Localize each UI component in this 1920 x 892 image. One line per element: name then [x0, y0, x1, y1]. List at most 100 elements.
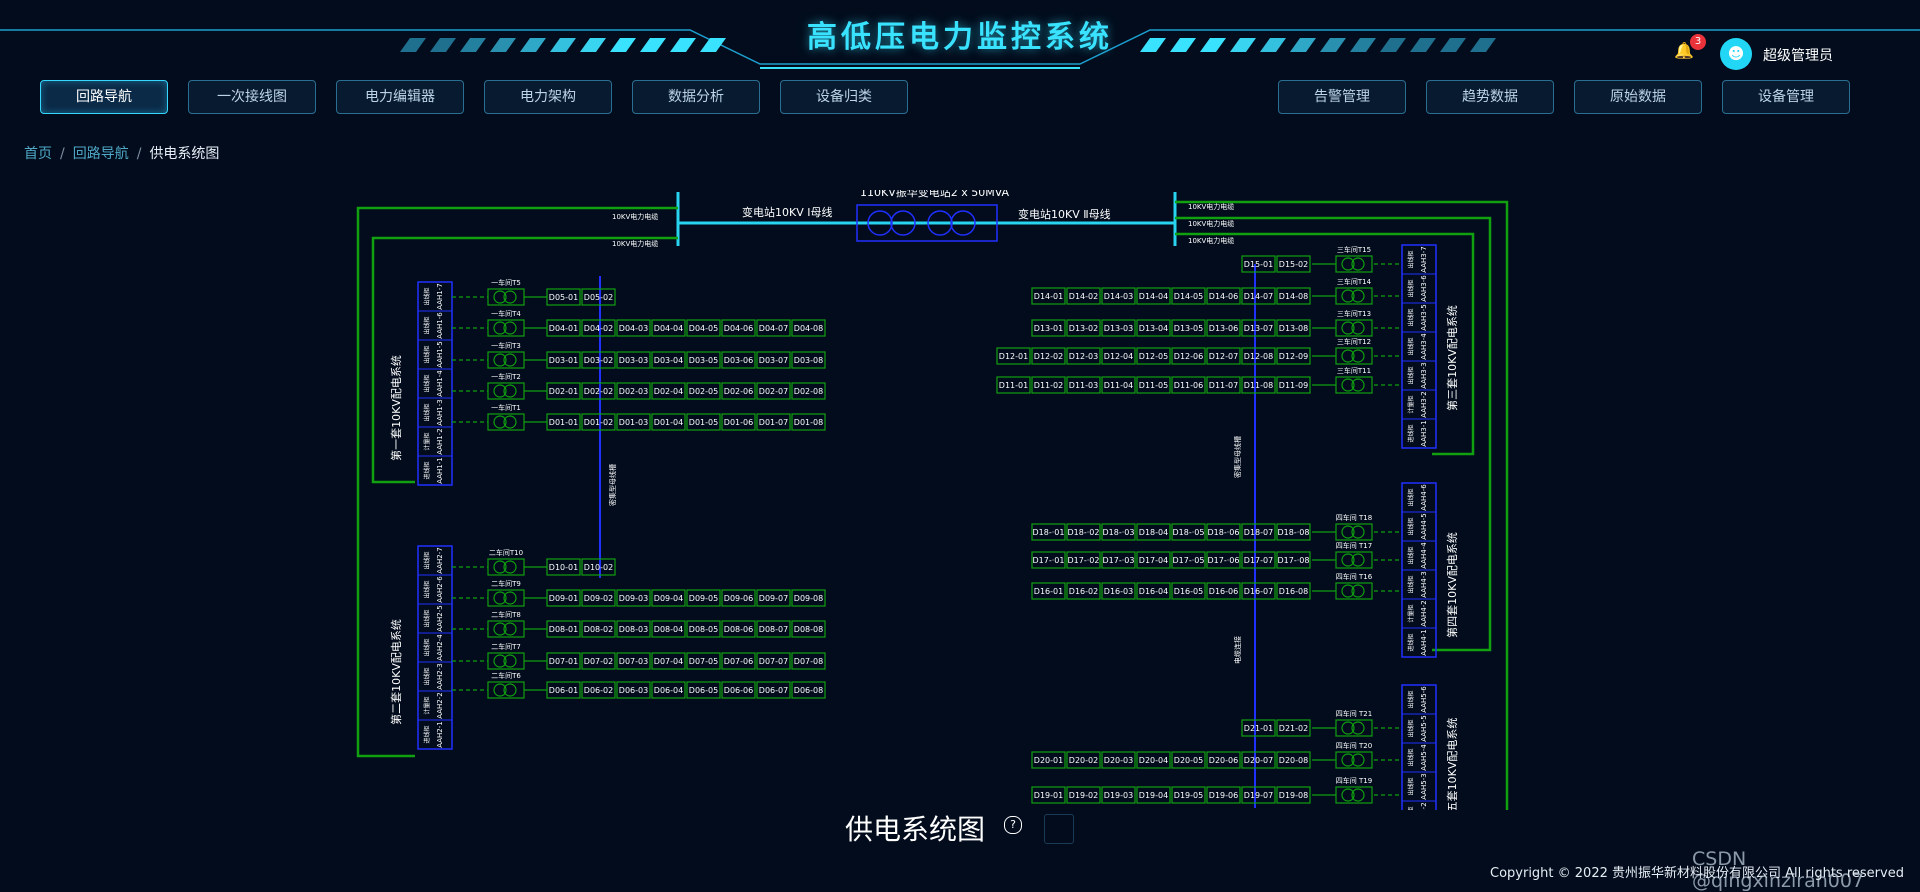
distribution-cell: [791, 382, 826, 400]
transformer-icon: [503, 415, 517, 429]
distribution-cell-label: D17-04: [1139, 556, 1168, 565]
distribution-cell-label: D17-·02: [1068, 556, 1100, 565]
distribution-cell-label: D02-03: [619, 387, 648, 396]
transformer-icon: [1341, 788, 1355, 802]
system-label: 第四套10KV配电系统: [1445, 532, 1459, 638]
cabinet-id: AAH2-2: [436, 692, 444, 718]
distribution-cell-label: D06-05: [689, 686, 718, 695]
distribution-cell-label: D20-03: [1104, 756, 1133, 765]
system-label: 第二套10KV配电系统: [389, 619, 403, 725]
distribution-cell-label: D13-04: [1139, 324, 1168, 333]
distribution-cell: [1031, 523, 1066, 541]
distribution-cell: [616, 681, 651, 699]
nav-loop-navigation[interactable]: 回路导航: [40, 80, 168, 114]
nav-data-analysis[interactable]: 数据分析: [632, 80, 760, 114]
distribution-cell-label: D11-07: [1209, 381, 1238, 390]
distribution-cell-label: D07-04: [654, 657, 683, 666]
nav-power-architecture[interactable]: 电力架构: [484, 80, 612, 114]
transformer-icon: [493, 622, 507, 636]
distribution-cell-label: D19-05: [1174, 791, 1203, 800]
distribution-cell: [1066, 582, 1101, 600]
distribution-cell-label: D04-01: [549, 324, 578, 333]
distribution-cell-label: D18-·06: [1208, 528, 1240, 537]
distribution-cell: [1101, 551, 1136, 569]
distribution-cell-label: D17-·06: [1208, 556, 1240, 565]
breadcrumb-loop-navigation[interactable]: 回路导航: [72, 146, 129, 162]
distribution-cell: [616, 589, 651, 607]
distribution-cell: [1031, 751, 1066, 769]
distribution-cell: [1031, 582, 1066, 600]
transformer-icon: [493, 591, 507, 605]
cabinet-id: AAH2-6: [436, 576, 444, 603]
fullscreen-button[interactable]: [1044, 814, 1074, 844]
distribution-cell-label: D02-05: [689, 387, 718, 396]
distribution-cell: [1101, 376, 1136, 394]
nav-alarm-management[interactable]: 告警管理: [1278, 80, 1406, 114]
distribution-cell-label: D16-08: [1279, 587, 1308, 596]
distribution-cell: [791, 589, 826, 607]
cabinet-type: 出线柜: [423, 551, 431, 569]
distribution-cell-label: D02-04: [654, 387, 683, 396]
distribution-cell: [1241, 347, 1276, 365]
cabinet-id: AAH3-1: [1420, 420, 1428, 446]
power-supply-diagram-svg: 变电站10KV Ⅰ母线变电站10KV Ⅱ母线110KV振华变电站2 x 50MV…: [356, 185, 1509, 860]
transformer-icon: [493, 321, 507, 335]
distribution-cell: [1206, 376, 1241, 394]
distribution-cell: [1276, 347, 1311, 365]
cabinet-id: AAH5-3: [1420, 773, 1428, 799]
distribution-cell: [1066, 376, 1101, 394]
distribution-cell-label: D09-06: [724, 594, 753, 603]
distribution-cell: [791, 319, 826, 337]
transformer-icon: [1351, 553, 1365, 567]
nav-device-management[interactable]: 设备管理: [1722, 80, 1850, 114]
distribution-cell-label: D04-08: [794, 324, 823, 333]
distribution-cell-label: D20-08: [1279, 756, 1308, 765]
nav-trend-data[interactable]: 趋势数据: [1426, 80, 1554, 114]
distribution-cell-label: D16-04: [1139, 587, 1168, 596]
substation-label: 110KV振华变电站2 x 50MVA: [860, 190, 1010, 199]
bus-duct-label: 电缆连接: [1233, 636, 1242, 664]
distribution-cell-label: D01-03: [619, 418, 648, 427]
distribution-cell-label: D13-03: [1104, 324, 1133, 333]
bus-duct-label: 密集型母线槽: [1233, 436, 1242, 478]
distribution-cell: [546, 288, 581, 306]
distribution-cell-label: D11-05: [1139, 381, 1168, 390]
feeder-cable: [1175, 200, 1509, 810]
distribution-cell-label: D09-02: [584, 594, 613, 603]
distribution-cell-label: D18-·05: [1173, 528, 1205, 537]
username[interactable]: 超级管理员: [1763, 48, 1833, 64]
nav-raw-data[interactable]: 原始数据: [1574, 80, 1702, 114]
help-icon[interactable]: ?: [1004, 816, 1022, 834]
distribution-cell-label: D13-01: [1034, 324, 1063, 333]
workshop-label: 四车间 T16: [1336, 572, 1373, 581]
transformer-icon: [927, 210, 953, 236]
transformer-icon: [1351, 788, 1365, 802]
alarm-bell-icon[interactable]: 🔔: [1674, 41, 1694, 60]
cabinet-id: AAH4-4: [1420, 542, 1428, 569]
distribution-cell: [1206, 582, 1241, 600]
distribution-cell-label: D06-06: [724, 686, 753, 695]
distribution-cell-label: D01-04: [654, 418, 683, 427]
header-decoration: [0, 29, 1920, 69]
distribution-cell: [651, 589, 686, 607]
distribution-cell-label: D02-06: [724, 387, 753, 396]
distribution-cell: [581, 351, 616, 369]
distribution-cell-label: D14-08: [1279, 292, 1308, 301]
distribution-cell-label: D02-07: [759, 387, 788, 396]
nav-power-editor[interactable]: 电力编辑器: [336, 80, 464, 114]
distribution-cell: [1276, 255, 1311, 273]
cable-label: 10KV电力电缆: [1188, 236, 1234, 245]
transformer-icon: [503, 560, 517, 574]
avatar[interactable]: ☻: [1720, 38, 1752, 70]
distribution-cell: [1276, 551, 1311, 569]
transformer-icon: [493, 353, 507, 367]
distribution-cell: [1136, 751, 1171, 769]
distribution-cell-label: D12-01: [999, 352, 1028, 361]
nav-single-line-diagram[interactable]: 一次接线图: [188, 80, 316, 114]
distribution-cell: [1031, 376, 1066, 394]
cabinet-id: AAH1-6: [436, 312, 444, 339]
nav-device-category[interactable]: 设备归类: [780, 80, 908, 114]
cabinet-type: 出线柜: [1407, 517, 1415, 535]
breadcrumb-home[interactable]: 首页: [24, 146, 52, 162]
feeder-cable: [1175, 232, 1475, 456]
